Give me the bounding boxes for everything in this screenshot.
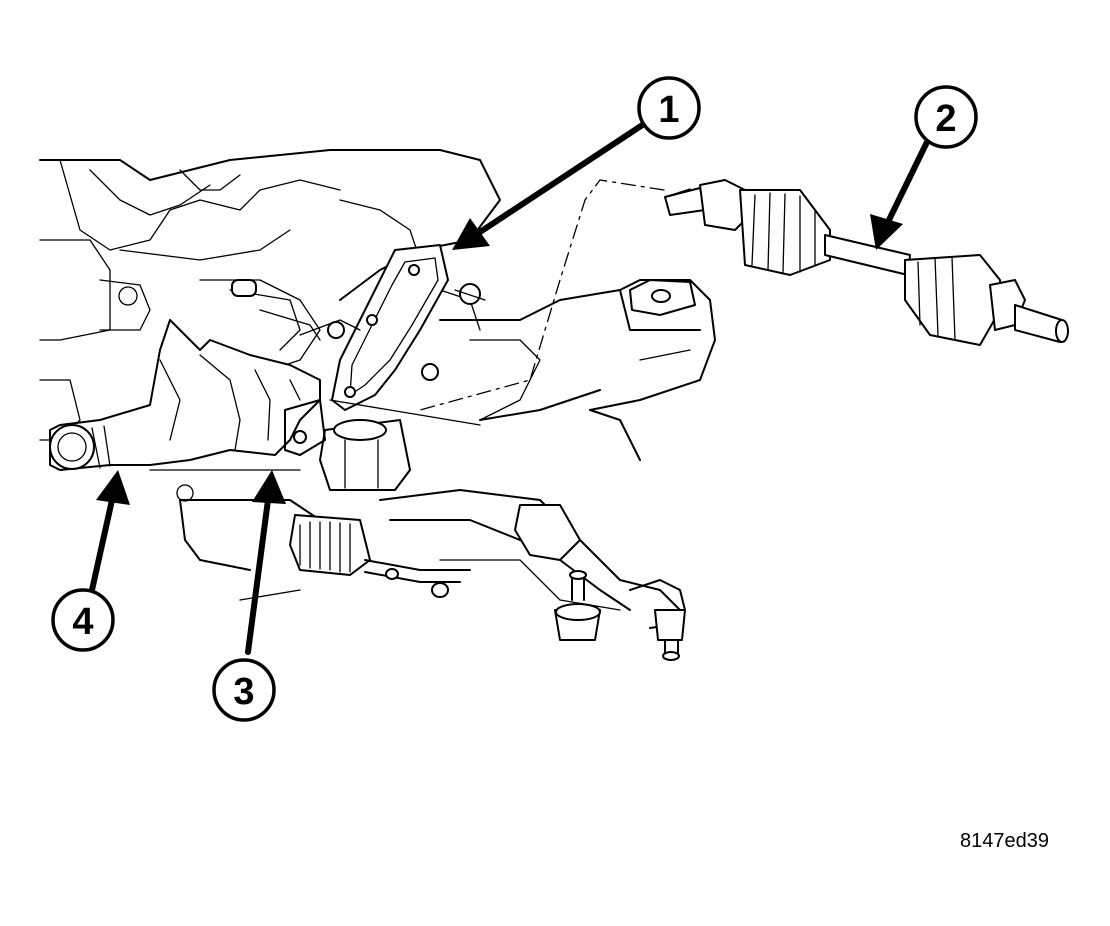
leader-4 bbox=[89, 470, 130, 593]
leader-1 bbox=[452, 117, 653, 250]
figure-id-label: 8147ed39 bbox=[960, 830, 1049, 852]
exhaust-pipe bbox=[49, 319, 321, 471]
lower-mount bbox=[319, 419, 411, 491]
ball-joints bbox=[554, 570, 686, 661]
callout-4: 4 bbox=[51, 588, 115, 652]
callout-3: 3 bbox=[212, 658, 276, 722]
crossmember bbox=[149, 279, 716, 571]
steering-rack bbox=[239, 514, 471, 601]
callout-1: 1 bbox=[637, 76, 701, 140]
leader-2 bbox=[870, 137, 931, 250]
callout-1-label: 1 bbox=[658, 89, 679, 131]
callout-2-label: 2 bbox=[935, 98, 956, 140]
mount-bracket bbox=[299, 244, 449, 411]
callout-4-label: 4 bbox=[72, 601, 93, 643]
removal-path bbox=[419, 179, 665, 411]
bearing-bracket bbox=[284, 399, 481, 456]
callout-2: 2 bbox=[914, 85, 978, 149]
lower-control-arm bbox=[379, 489, 686, 629]
leader-3 bbox=[245, 470, 286, 655]
drive-shaft bbox=[664, 179, 1069, 346]
callout-3-label: 3 bbox=[233, 671, 254, 713]
